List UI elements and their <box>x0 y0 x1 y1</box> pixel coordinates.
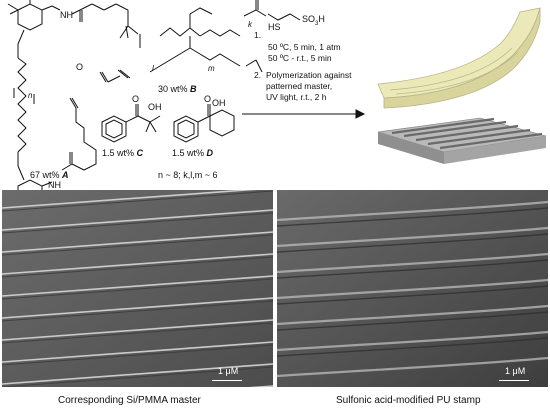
letter-a: A <box>62 170 69 180</box>
so3h-end: H <box>318 14 325 24</box>
amount-c-value: 1.5 wt% <box>102 148 135 158</box>
oh-label-d: OH <box>212 98 226 108</box>
hs-label: HS <box>268 22 281 32</box>
subscript-m: m <box>208 64 215 73</box>
scale-label-left: 1 μM <box>218 366 239 376</box>
cyclohexane-ring-top <box>17 3 43 31</box>
letter-c: C <box>136 148 144 158</box>
si-master-illustration <box>377 117 547 164</box>
step2-line3: UV light, r.t., 2 h <box>266 92 327 102</box>
sem-image-stamp: 1 μM <box>277 190 548 387</box>
step1-line1: 50 ºC, 5 min, 1 atm <box>268 42 341 52</box>
step2-line1: Polymerization against <box>266 70 352 80</box>
sem-image-master: 1 μM <box>2 190 273 387</box>
step2-number: 2. <box>254 70 262 80</box>
scale-label-right: 1 μM <box>505 366 526 376</box>
amount-b: 30 wt% B <box>158 84 197 94</box>
amount-a: 67 wt% A <box>30 170 69 180</box>
benzene-ring-d <box>173 115 199 143</box>
amount-d-value: 1.5 wt% <box>172 148 205 158</box>
so3h-sub: 3 <box>315 20 319 27</box>
so3h-main: SO <box>302 14 316 24</box>
amount-b-value: 30 wt% <box>158 84 188 94</box>
o-label-d: O <box>204 94 212 104</box>
cyclohexane-ring-d <box>209 109 235 137</box>
benzene-ring-c <box>101 115 127 143</box>
repeat-note: n ~ 8; k,l,m ~ 6 <box>158 170 218 180</box>
amount-d: 1.5 wt% D <box>172 148 213 158</box>
scale-bar-left <box>212 366 242 381</box>
step2-line2: patterned master, <box>266 81 333 91</box>
oh-label-c: OH <box>148 102 162 112</box>
amount-a-value: 67 wt% <box>30 170 60 180</box>
so3h-label: SO3H <box>302 14 325 27</box>
o-label-c: O <box>132 94 140 104</box>
letter-b: B <box>190 84 197 94</box>
caption-left: Corresponding Si/PMMA master <box>58 395 201 406</box>
letter-d: D <box>206 148 214 158</box>
pu-stamp-illustration <box>377 7 541 109</box>
o-label: O <box>76 62 84 72</box>
nh-label-bottom: NH <box>48 180 61 190</box>
subscript-n: n <box>28 91 33 100</box>
step1-number: 1. <box>254 30 262 40</box>
scale-bar-right <box>499 366 529 381</box>
nh-label: NH <box>60 10 73 20</box>
subscript-k: k <box>248 20 252 29</box>
subscript-l: l <box>152 64 154 73</box>
amount-c: 1.5 wt% C <box>102 148 143 158</box>
caption-right: Sulfonic acid-modified PU stamp <box>336 395 481 406</box>
step1-line2: 50 ºC - r.t., 5 min <box>268 53 332 63</box>
